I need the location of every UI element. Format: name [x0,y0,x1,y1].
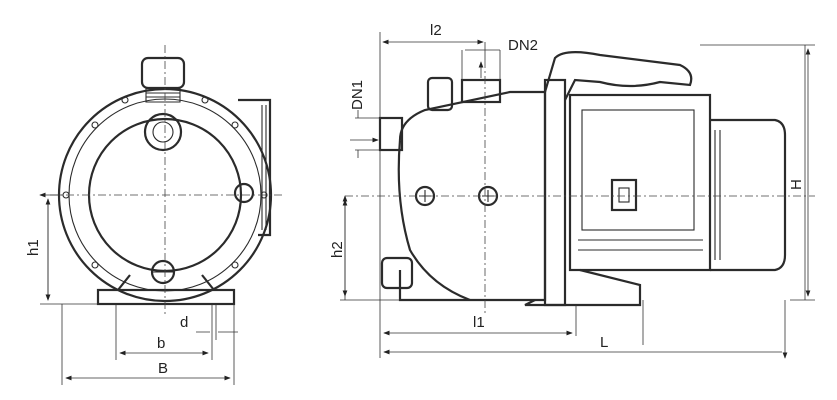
label-d: d [180,314,188,331]
power-switch [610,178,638,212]
label-L: L [600,334,608,351]
side-view [340,32,815,358]
label-l1: l1 [473,314,485,331]
handle [543,51,693,101]
base-feet [117,274,215,291]
priming-plug [426,76,454,112]
motor-fan-cover [710,118,787,272]
outlet-port [140,56,186,90]
flange [543,78,567,307]
label-DN2: DN2 [508,37,538,54]
label-h2: h2 [329,241,346,258]
fill-plug [233,182,255,204]
label-B: B [158,360,168,377]
base-plate [96,288,236,306]
outlet-opening [143,112,183,152]
label-l2: l2 [430,22,442,39]
front-view [40,45,285,385]
motor-housing-edge [238,98,272,237]
terminal-box [568,93,712,272]
label-h1: h1 [25,239,42,256]
base [524,268,642,307]
inlet-port [380,256,414,290]
discharge-port [460,78,502,104]
label-H: H [788,179,805,190]
label-b: b [157,335,165,352]
label-DN1: DN1 [349,80,366,110]
